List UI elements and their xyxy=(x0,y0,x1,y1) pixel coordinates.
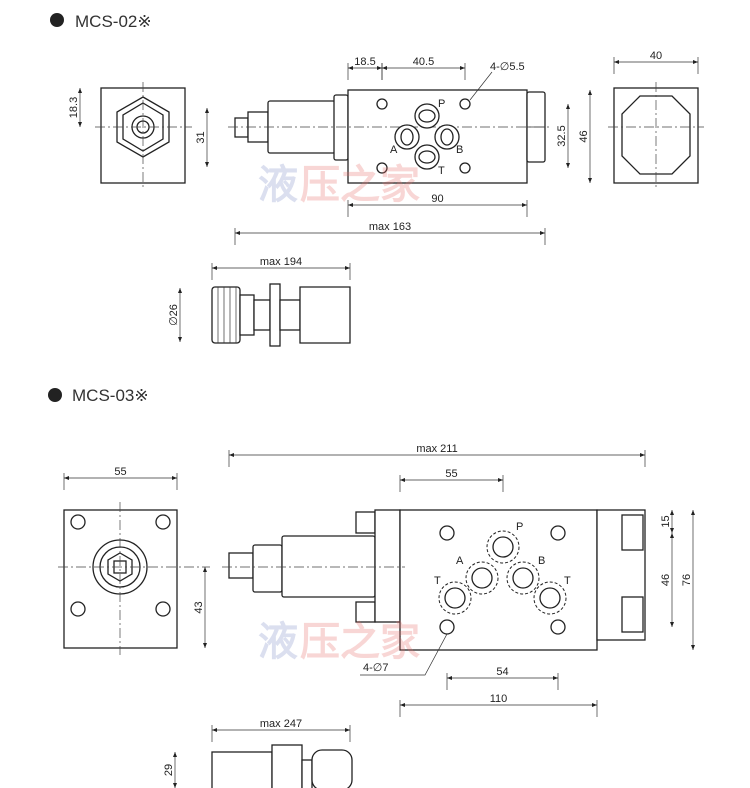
port-label-t: T xyxy=(564,575,571,587)
hole-callout-mcs02: 4-∅5.5 xyxy=(490,61,525,73)
dim-32-5-arrow xyxy=(566,104,570,109)
dim-46-arrow xyxy=(670,622,674,627)
dim-18-3-arrow xyxy=(78,122,82,127)
mcs03-knob-view xyxy=(211,744,353,788)
dim-dia-26-arrow xyxy=(178,337,182,342)
dim-max-247-arrow xyxy=(212,728,217,732)
mcs02-knob-view xyxy=(211,283,351,347)
dim-46-label: 46 xyxy=(660,574,672,586)
dim-max-194-label: max 194 xyxy=(260,256,302,268)
dim-90-label: 90 xyxy=(431,193,443,205)
dim-43-arrow xyxy=(203,567,207,572)
dim-46-arrow xyxy=(588,178,592,183)
dim-32-5-label: 32.5 xyxy=(556,125,568,146)
port-label-t: T xyxy=(438,165,445,177)
port-label-a: A xyxy=(456,555,464,567)
mounting-holes xyxy=(439,525,566,635)
dim-54-arrow xyxy=(447,676,452,680)
dim-max-211-label: max 211 xyxy=(416,443,457,455)
dim-15-arrow xyxy=(670,510,674,515)
watermark-logo: 液 xyxy=(258,618,298,665)
dim-31-arrow xyxy=(205,108,209,113)
dim-46-label: 46 xyxy=(578,130,590,142)
dim-40-arrow xyxy=(614,60,619,64)
dim-dia-26-arrow xyxy=(178,288,182,293)
watermark-logo: 压之家 xyxy=(300,618,420,665)
mcs02-end-view-right xyxy=(608,82,704,188)
dim-40-5-arrow xyxy=(460,66,465,70)
dim-43-label: 43 xyxy=(193,601,205,613)
dim-76-arrow xyxy=(691,645,695,650)
port-label-p: P xyxy=(438,98,445,110)
dim-40-5-label: 40.5 xyxy=(413,56,434,68)
dim-54-arrow xyxy=(553,676,558,680)
port-label-p: P xyxy=(516,521,523,533)
dimensions: 18.3 18.5 40.5 31 32.5 46 90 max 163 40 max 194 ∅2… xyxy=(63,50,699,788)
dim-dia-26-label: ∅26 xyxy=(168,304,180,326)
dim-55-arrow xyxy=(400,478,405,482)
dim-40-5-arrow xyxy=(382,66,387,70)
dim-55-arrow xyxy=(498,478,503,482)
section-bullet xyxy=(50,13,64,27)
section-title-mcs02: MCS-02※ xyxy=(75,12,152,31)
dim-max-211-arrow xyxy=(229,453,234,457)
hole-leader xyxy=(360,633,448,676)
dim-76-label: 76 xyxy=(681,574,693,586)
dim-46-arrow xyxy=(588,90,592,95)
mcs03-side-view: P A B T T xyxy=(222,509,646,651)
dim-18-3-arrow xyxy=(78,88,82,93)
dim-18-5-arrow xyxy=(348,66,353,70)
watermark-logo: 液 xyxy=(258,161,298,208)
dim-18-5-arrow xyxy=(377,66,382,70)
ports xyxy=(438,530,567,615)
port-label-b: B xyxy=(456,144,463,156)
hole-leader xyxy=(469,71,493,101)
port-label-t: T xyxy=(434,575,441,587)
section-title-mcs03: MCS-03※ xyxy=(72,386,149,405)
dim-max-211-arrow xyxy=(640,453,645,457)
dim-110-arrow xyxy=(400,703,405,707)
dim-40-label: 40 xyxy=(650,50,662,62)
mcs03-end-view xyxy=(58,502,210,655)
ports xyxy=(394,103,460,170)
dim-110-label: 110 xyxy=(490,693,508,705)
dim-76-arrow xyxy=(691,510,695,515)
dim-max-163-label: max 163 xyxy=(369,221,411,233)
dim-max-194-arrow xyxy=(212,266,217,270)
dim-max-163-arrow xyxy=(540,231,545,235)
mounting-holes xyxy=(376,98,471,174)
dim-29-arrow xyxy=(173,783,177,788)
dim-55-end-arrow xyxy=(64,476,69,480)
dim-46-arrow xyxy=(670,533,674,538)
dim-90-arrow xyxy=(522,203,527,207)
dim-55-end-arrow xyxy=(172,476,177,480)
port-label-b: B xyxy=(538,555,545,567)
dim-max-247-label: max 247 xyxy=(260,718,302,730)
dim-55-label: 55 xyxy=(445,468,457,480)
dim-18-5-label: 18.5 xyxy=(354,56,375,68)
dim-40-arrow xyxy=(693,60,698,64)
dim-55-end-label: 55 xyxy=(114,466,126,478)
watermark-logo: 压之家 xyxy=(300,161,420,208)
dim-32-5-arrow xyxy=(566,163,570,168)
dim-18-3-label: 18.3 xyxy=(68,97,80,118)
dim-15-arrow xyxy=(670,528,674,533)
mcs02-side-view: P A B T xyxy=(228,89,552,184)
dim-31-arrow xyxy=(205,162,209,167)
dim-110-arrow xyxy=(592,703,597,707)
section-bullet xyxy=(48,388,62,402)
hole-callout-mcs03: 4-∅7 xyxy=(363,662,388,674)
dim-90-arrow xyxy=(348,203,353,207)
dim-max-194-arrow xyxy=(345,266,350,270)
dim-29-arrow xyxy=(173,752,177,757)
dim-54-label: 54 xyxy=(496,666,508,678)
port-label-a: A xyxy=(390,144,398,156)
dim-15-label: 15 xyxy=(660,515,672,527)
dim-43-arrow xyxy=(203,643,207,648)
dim-29-label: 29 xyxy=(163,764,175,776)
dim-max-247-arrow xyxy=(345,728,350,732)
dim-max-163-arrow xyxy=(235,231,240,235)
mcs02-end-view-left xyxy=(95,82,192,188)
dim-31-label: 31 xyxy=(195,131,207,143)
